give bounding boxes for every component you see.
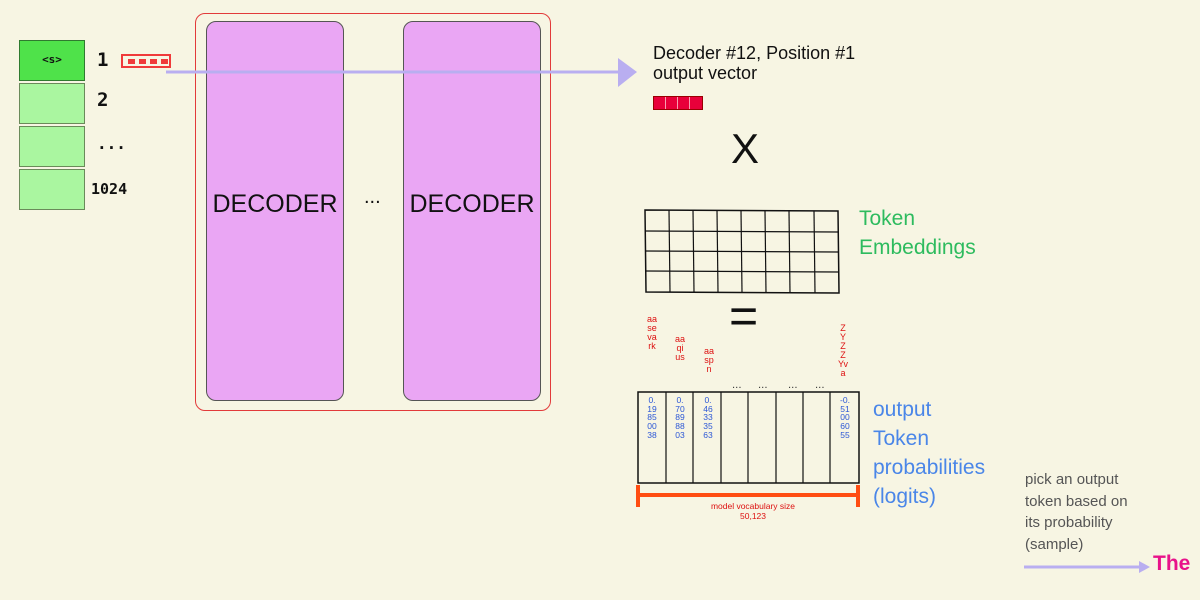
- vector-divider: [689, 97, 690, 109]
- token-slot: [19, 83, 85, 124]
- vocab-ellipsis: ...: [758, 380, 768, 391]
- token-slot: [19, 169, 85, 210]
- vector-cell: [150, 59, 157, 64]
- output-subtitle: output vector: [653, 63, 758, 83]
- logits-vector: [637, 391, 860, 484]
- vocab-size-bracket: [636, 485, 860, 507]
- vocab-ellipsis: ...: [788, 380, 798, 391]
- logit-value: 0.46333563: [703, 395, 713, 440]
- token-slot: [19, 126, 85, 167]
- sample-caption-line: its probability: [1025, 514, 1113, 531]
- sample-caption-line: pick an output: [1025, 471, 1119, 488]
- vector-cell: [139, 59, 146, 64]
- vocab-word: aaqius: [675, 334, 686, 362]
- token-embeddings-matrix: [644, 209, 840, 294]
- logits-label-line: Token: [873, 427, 930, 450]
- logits-label-line: output: [873, 398, 932, 421]
- position-label: 2: [97, 89, 109, 111]
- vocab-word: aaspn: [704, 346, 715, 374]
- vocab-word: aasevark: [647, 314, 658, 351]
- position-label: 1: [97, 49, 109, 71]
- sample-caption-line: (sample): [1025, 535, 1084, 553]
- logits-label: output Token probabilities (logits): [873, 395, 985, 511]
- decoder-block-last: DECODER: [403, 21, 541, 401]
- multiply-operator: X: [731, 125, 760, 172]
- logits-label-line: (logits): [873, 485, 937, 508]
- equals-operator: =: [729, 288, 759, 344]
- logit-value: -0.51006055: [840, 395, 850, 440]
- vector-cell: [161, 59, 168, 64]
- position-label: 1024: [91, 180, 128, 198]
- embeddings-label-line2: Embeddings: [859, 236, 976, 259]
- vocab-ellipsis: ...: [815, 380, 825, 391]
- vector-divider: [665, 97, 666, 109]
- flow-arrow: [166, 58, 637, 87]
- output-vector: [653, 96, 703, 110]
- decoder-label: DECODER: [409, 190, 535, 218]
- vocab-size-value: 50,123: [740, 511, 766, 521]
- sampled-token: The: [1153, 552, 1191, 575]
- decoder-stack-frame: [195, 13, 551, 411]
- vocab-ellipsis: ...: [732, 380, 742, 391]
- token-start: <s>: [19, 40, 85, 81]
- position-label: ...: [97, 134, 126, 153]
- sample-arrow: [1024, 561, 1150, 573]
- input-vector: [121, 54, 171, 68]
- decoder-ellipsis: ...: [364, 186, 381, 208]
- token-start-label: <s>: [42, 53, 62, 66]
- output-title: Decoder #12, Position #1: [653, 43, 856, 63]
- vector-divider: [677, 97, 678, 109]
- vocab-size-label: model vocabulary size: [710, 501, 796, 511]
- logit-value: 0.19850038: [647, 395, 657, 440]
- decoder-block-first: DECODER: [206, 21, 344, 401]
- embeddings-label-line1: Token: [859, 207, 916, 230]
- vector-cell: [128, 59, 135, 64]
- logits-label-line: probabilities: [873, 456, 986, 479]
- sample-caption: pick an output token based on its probab…: [1025, 469, 1128, 555]
- sample-caption-line: token based on: [1025, 492, 1128, 510]
- decoder-label: DECODER: [212, 190, 338, 218]
- vocab-word: ZYZZYva: [838, 323, 849, 378]
- logit-value: 0.70898803: [675, 395, 685, 440]
